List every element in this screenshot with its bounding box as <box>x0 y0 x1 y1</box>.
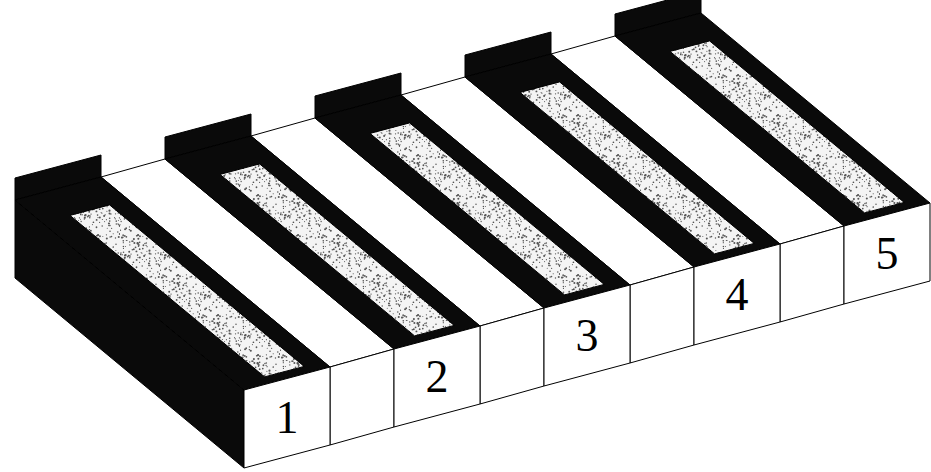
channel-floor <box>670 41 904 213</box>
base-front <box>330 349 394 445</box>
callout-number: 2 <box>426 354 449 400</box>
front-face <box>844 203 930 304</box>
front-face <box>244 367 330 468</box>
callout-number: 4 <box>726 272 749 318</box>
front-face <box>394 326 480 427</box>
base-front <box>630 267 694 363</box>
base-front <box>480 308 544 404</box>
front-face <box>544 285 630 386</box>
channel-walls <box>615 13 930 226</box>
callout-number: 3 <box>576 313 599 359</box>
front-face <box>694 244 780 345</box>
callout-number: 1 <box>276 395 299 441</box>
callout-number: 5 <box>876 231 899 277</box>
base-front <box>780 226 844 322</box>
